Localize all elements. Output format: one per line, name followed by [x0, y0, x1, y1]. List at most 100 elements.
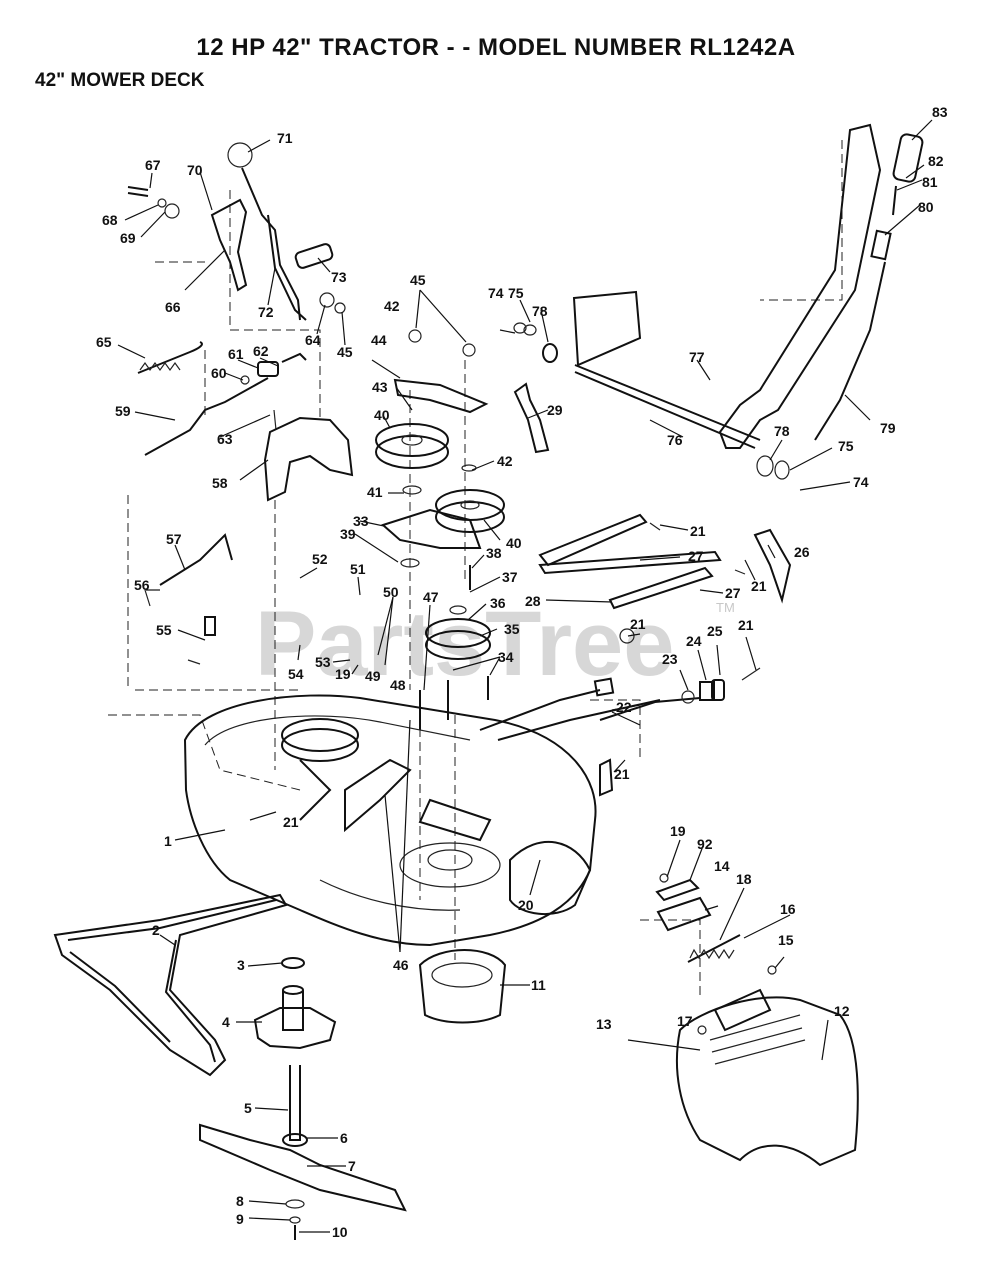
- callout-51: 51: [350, 561, 366, 577]
- callout-48: 48: [390, 677, 406, 693]
- callout-19b: 19: [335, 666, 351, 682]
- callout-19: 19: [670, 823, 686, 839]
- callout-38: 38: [486, 545, 502, 561]
- callout-61: 61: [228, 346, 244, 362]
- callout-73: 73: [331, 269, 347, 285]
- callout-18: 18: [736, 871, 752, 887]
- bracket-70: [210, 198, 248, 292]
- callout-25: 25: [707, 623, 723, 639]
- callout-leaders: [117, 119, 933, 1233]
- section-title: 42" MOWER DECK: [35, 70, 205, 91]
- grip-73: [294, 243, 334, 269]
- pulley-40: [375, 423, 449, 457]
- callout-92: 92: [697, 836, 713, 852]
- callout-60: 60: [211, 365, 227, 381]
- callout-23: 23: [662, 651, 678, 667]
- callout-8: 8: [236, 1193, 244, 1209]
- callout-59: 59: [115, 403, 131, 419]
- callout-56: 56: [134, 577, 150, 593]
- plate: [572, 290, 642, 367]
- callout-37: 37: [502, 569, 518, 585]
- callout-16: 16: [780, 901, 796, 917]
- pulley-40b: [435, 489, 505, 521]
- callout-74b: 74: [853, 474, 869, 490]
- callout-82: 82: [928, 153, 944, 169]
- callout-53: 53: [315, 654, 331, 670]
- callout-12: 12: [834, 1003, 850, 1019]
- callout-64: 64: [305, 332, 321, 348]
- page-title: 12 HP 42" TRACTOR - - MODEL NUMBER RL124…: [196, 34, 796, 61]
- callout-26: 26: [794, 544, 810, 560]
- callout-41: 41: [367, 484, 383, 500]
- callout-58: 58: [212, 475, 228, 491]
- callout-6: 6: [340, 1130, 348, 1146]
- callout-46: 46: [393, 957, 409, 973]
- callout-72: 72: [258, 304, 274, 320]
- callout-50: 50: [383, 584, 399, 600]
- callout-10: 10: [332, 1224, 348, 1240]
- callout-78a: 78: [532, 303, 548, 319]
- watermark: PartsTree: [255, 593, 674, 695]
- callout-14: 14: [714, 858, 730, 874]
- callout-11: 11: [531, 977, 546, 993]
- callout-65: 65: [96, 334, 112, 350]
- link-assembly: [538, 513, 792, 610]
- cover-11: [418, 949, 507, 1024]
- callout-21e: 21: [751, 578, 767, 594]
- callout-24: 24: [686, 633, 702, 649]
- callout-15: 15: [778, 932, 794, 948]
- callout-57: 57: [166, 531, 182, 547]
- callout-20: 20: [518, 897, 534, 913]
- callout-33: 33: [353, 513, 369, 529]
- callout-70: 70: [187, 162, 203, 178]
- callout-76: 76: [667, 432, 683, 448]
- callout-75a: 75: [508, 285, 524, 301]
- rod-22-assembly: [479, 628, 761, 797]
- callout-75b: 75: [838, 438, 854, 454]
- idler-arm-33: [381, 508, 482, 549]
- blade-7: [199, 1123, 407, 1212]
- callout-35: 35: [504, 621, 520, 637]
- mower-deck-1: [183, 694, 597, 947]
- grip-83: [892, 133, 924, 183]
- callout-7: 7: [348, 1158, 356, 1174]
- callout-34: 34: [498, 649, 514, 665]
- callout-83: 83: [932, 104, 948, 120]
- callout-68: 68: [102, 212, 118, 228]
- link-29: [513, 382, 550, 454]
- spindle-assembly: [199, 957, 407, 1240]
- callout-52: 52: [312, 551, 328, 567]
- callout-47: 47: [423, 589, 439, 605]
- callout-42a: 42: [384, 298, 400, 314]
- callout-40a: 40: [374, 407, 390, 423]
- callout-17: 17: [677, 1013, 693, 1029]
- callout-45a: 45: [410, 272, 426, 288]
- callout-40b: 40: [506, 535, 522, 551]
- callout-67: 67: [145, 157, 161, 173]
- pulley-36: [425, 618, 491, 648]
- callout-55: 55: [156, 622, 172, 638]
- callout-81: 81: [922, 174, 938, 190]
- callout-69: 69: [120, 230, 136, 246]
- lift-lever: [718, 123, 882, 449]
- rod-assembly: [144, 533, 233, 665]
- watermark-tm: TM: [716, 600, 735, 615]
- callout-36: 36: [490, 595, 506, 611]
- knob-71: [227, 142, 253, 168]
- callout-21c: 21: [630, 616, 646, 632]
- callout-42b: 42: [497, 453, 513, 469]
- callout-29: 29: [547, 402, 563, 418]
- callout-74a: 74: [488, 285, 504, 301]
- spring-link-assembly: [137, 341, 307, 456]
- callout-44: 44: [371, 332, 387, 348]
- callout-3: 3: [237, 957, 245, 973]
- callout-27b: 27: [725, 585, 741, 601]
- callout-54: 54: [288, 666, 304, 682]
- callout-21a: 21: [283, 814, 299, 830]
- callout-21f: 21: [690, 523, 706, 539]
- bolt-67: [127, 186, 149, 197]
- callout-62: 62: [253, 343, 269, 359]
- callout-21b: 21: [614, 766, 630, 782]
- bracket-26: [753, 528, 792, 604]
